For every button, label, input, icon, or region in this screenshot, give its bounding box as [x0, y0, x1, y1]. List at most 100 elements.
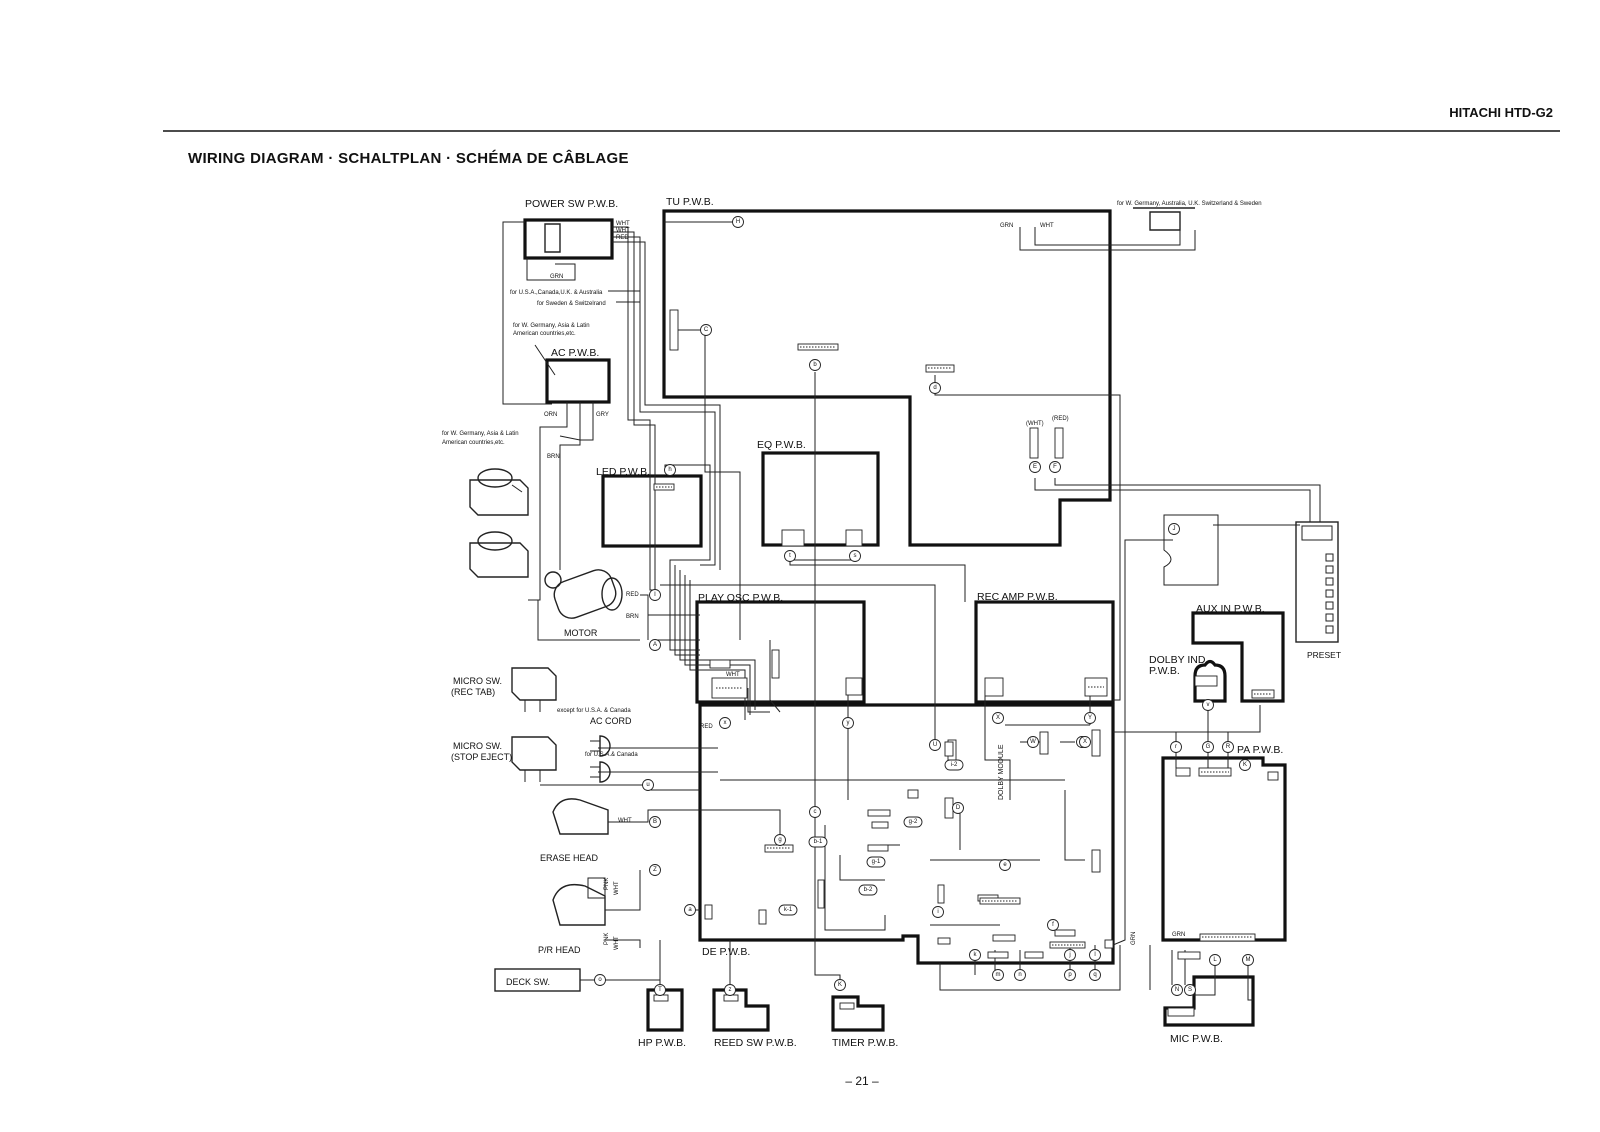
connector-node-label: K [1243, 762, 1247, 768]
connector-node-label: C [704, 327, 709, 333]
connector-node-label: X [1083, 739, 1087, 745]
wire-wht-1: WHT [616, 221, 630, 227]
connector-node-label: D [956, 805, 961, 811]
label-aux-in: AUX IN P.W.B. [1196, 603, 1265, 615]
connector-node-label: j [1068, 952, 1070, 958]
note-wg-asia-2: American countries,etc. [513, 331, 576, 337]
connector-node-x: X [1079, 736, 1091, 748]
connector-node-label: k [974, 952, 978, 958]
label-hp: HP P.W.B. [638, 1037, 686, 1049]
connector-node-label: g-2 [909, 819, 918, 825]
connector-node-label: g-1 [872, 859, 881, 865]
note-sweden-switzerland: for Sweden & Switzelrand [537, 301, 606, 307]
connector-node-label: Z [653, 867, 657, 873]
connector-node-label: A [653, 642, 657, 648]
ac-cord-plug-2 [590, 761, 611, 783]
label-deck-sw: DECK SW. [506, 977, 550, 987]
wire-grn-3: GRN [1131, 932, 1137, 945]
connector-node-x: X [992, 712, 1004, 724]
label-play-osc: PLAY OSC P.W.B. [698, 592, 783, 604]
label-dolby-module: DOLBY MODULE [998, 744, 1005, 800]
wire-wht-5: WHT [618, 818, 632, 824]
ac-board [545, 358, 611, 404]
notes: for U.S.A.,Canada,U.K. & Australia for S… [442, 201, 1262, 758]
connector-node-label: p [1068, 972, 1072, 978]
connector-node-label: a [688, 907, 692, 913]
tuning-pwb [1163, 514, 1219, 586]
wire-red-paren: (RED) [1052, 416, 1069, 422]
note-for-usa-canada: for U.S.A.& Canada [585, 752, 638, 758]
connector-node-label: b [813, 362, 817, 368]
page-number: – 21 – [845, 1074, 879, 1088]
label-ac: AC P.W.B. [551, 347, 599, 359]
note-wg-asia-b1: for W. Germany, Asia & Latin [442, 431, 519, 437]
rec-amp-board [974, 600, 1115, 704]
label-pa: PA P.W.B. [1237, 744, 1283, 756]
connector-node-y: y [842, 717, 854, 729]
connector-node-s: s [849, 550, 861, 562]
connector-node-o: o [594, 974, 606, 986]
connector-node-g: g [774, 834, 786, 846]
connector-node-v: v [1202, 699, 1214, 711]
tu-board [662, 209, 1112, 547]
solenoid-lower [469, 531, 529, 578]
connector-node-b: B [649, 816, 661, 828]
connector-node-label: b-1 [814, 839, 823, 845]
connector-node-f: f [1047, 919, 1059, 931]
connector-node-label: q [1093, 972, 1096, 978]
label-pr-head: P/R HEAD [538, 945, 581, 955]
connector-node-label: E [1033, 464, 1037, 470]
connector-node-s: S [1184, 984, 1196, 996]
label-ac-cord: AC CORD [590, 716, 632, 726]
connector-node-k: k [969, 949, 981, 961]
voltage-selector [1133, 207, 1195, 231]
connector-node-label: i [937, 909, 938, 915]
label-preset: PRESET [1307, 650, 1341, 660]
power-switch-symbol [544, 223, 561, 253]
connector-node-label: y [847, 720, 850, 726]
wire-wht-3: WHT [1040, 223, 1054, 229]
connector-node-b1: b-1 [808, 836, 828, 848]
connector-node-g: G [1202, 741, 1214, 753]
label-reed-sw: REED SW P.W.B. [714, 1037, 797, 1049]
solenoid-upper [469, 468, 529, 516]
label-micro-sw-stop-1: MICRO SW. [453, 741, 502, 751]
preset-panel [1295, 521, 1339, 643]
connector-node-label: z [729, 987, 732, 993]
connector-node-label: x [724, 720, 727, 726]
wire-red-3: RED [700, 724, 713, 730]
power-sw-board [523, 218, 614, 260]
connector-node-label: B [653, 819, 657, 825]
connector-node-r: R [1222, 741, 1234, 753]
wire-brn-1: BRN [547, 454, 560, 460]
connector-node-g1: g-1 [866, 856, 886, 868]
pa-board [1161, 756, 1287, 942]
label-dolby-ind-2: P.W.B. [1149, 665, 1180, 677]
label-power-sw: POWER SW P.W.B. [525, 198, 618, 210]
connector-node-label: e [1003, 862, 1007, 868]
wire-wht-7: WHT [614, 936, 620, 950]
connector-node-z: z [724, 984, 736, 996]
connector-node-label: J [1173, 526, 1176, 532]
connector-node-label: g [778, 837, 781, 843]
connector-node-b: b [809, 359, 821, 371]
pr-head-icon [552, 877, 606, 926]
connector-node-label: i-2 [951, 762, 958, 768]
connector-node-n: N [1171, 984, 1183, 996]
board-labels: POWER SW P.W.B. TU P.W.B. AC P.W.B. LED … [525, 196, 1283, 1049]
connector-node-p: p [1064, 969, 1076, 981]
connector-node-label: v [1207, 702, 1210, 708]
label-micro-sw-stop-2: (STOP EJECT) [451, 752, 512, 762]
connector-node-label: u [646, 782, 649, 788]
connector-node-i: i [932, 906, 944, 918]
label-mic: MIC P.W.B. [1170, 1033, 1223, 1045]
connector-node-label: n [1018, 972, 1021, 978]
connector-node-i2: i-2 [944, 759, 964, 771]
connector-node-u: U [929, 739, 941, 751]
connector-node-label: b-2 [864, 887, 873, 893]
connector-node-c: C [700, 324, 712, 336]
connector-node-r: r [1170, 741, 1182, 753]
connector-node-label: m [996, 972, 1001, 978]
motor-icon [544, 569, 623, 619]
